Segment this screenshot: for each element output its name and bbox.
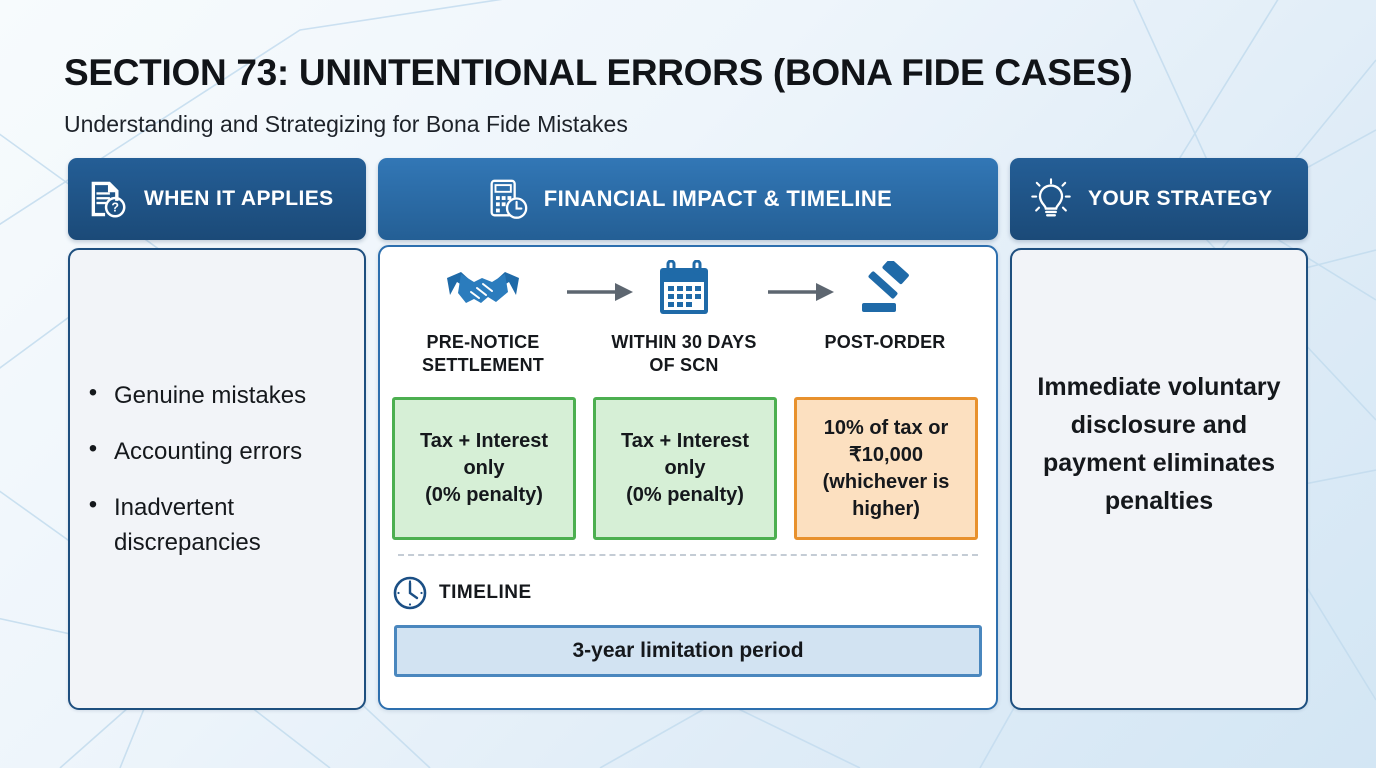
clock-icon: [393, 576, 427, 610]
page-title: SECTION 73: UNINTENTIONAL ERRORS (BONA F…: [64, 52, 1133, 93]
list-item: • Inadvertent discrepancies: [86, 490, 350, 560]
bullet-marker-icon: •: [88, 379, 98, 406]
handshake-icon: [398, 259, 568, 321]
stage-flow: PRE-NOTICE SETTLEMENT: [390, 259, 986, 394]
header-label: WHEN IT APPLIES: [144, 187, 334, 210]
card-when-it-applies: • Genuine mistakes • Accounting errors •…: [68, 248, 366, 710]
header-financial-impact-timeline[interactable]: FINANCIAL IMPACT & TIMELINE: [378, 158, 998, 240]
list-item: • Accounting errors: [86, 434, 350, 469]
calculator-clock-icon: [490, 179, 528, 219]
card-your-strategy: Immediate voluntary disclosure and payme…: [1010, 248, 1308, 710]
arrow-right-icon: [768, 283, 834, 301]
stage-pre-notice-settlement: PRE-NOTICE SETTLEMENT: [398, 259, 568, 377]
outcome-box-post-order: 10% of tax or ₹10,000 (whichever is high…: [794, 397, 978, 540]
outcome-boxes: Tax + Interest only (0% penalty) Tax + I…: [390, 397, 986, 540]
stage-label: POST-ORDER: [824, 332, 946, 352]
list-item: • Genuine mistakes: [86, 378, 350, 413]
bullet-marker-icon: •: [88, 435, 98, 462]
strategy-text: Immediate voluntary disclosure and payme…: [1037, 373, 1281, 515]
header-label: YOUR STRATEGY: [1088, 187, 1273, 210]
stage-post-order: POST-ORDER: [800, 259, 970, 354]
header-label: FINANCIAL IMPACT & TIMELINE: [543, 186, 893, 211]
card-financial-impact-timeline: PRE-NOTICE SETTLEMENT: [378, 245, 998, 710]
timeline-title: TIMELINE: [439, 582, 532, 603]
outcome-box-pre-notice: Tax + Interest only (0% penalty): [392, 397, 576, 540]
header-your-strategy[interactable]: YOUR STRATEGY: [1010, 158, 1308, 240]
bullet-marker-icon: •: [88, 491, 98, 518]
timeline-limitation-bar: 3-year limitation period: [394, 625, 982, 677]
page-subtitle: Understanding and Strategizing for Bona …: [64, 111, 628, 137]
list-item-label: Genuine mistakes: [114, 382, 307, 409]
list-item-label: Inadvertent discrepancies: [114, 494, 261, 556]
outcome-box-within-30-days: Tax + Interest only (0% penalty): [593, 397, 777, 540]
list-item-label: Accounting errors: [114, 438, 303, 465]
stage-label: PRE-NOTICE SETTLEMENT: [422, 332, 544, 375]
bullet-list: • Genuine mistakes • Accounting errors •…: [86, 378, 350, 581]
section-divider: [398, 554, 978, 556]
document-question-icon: ?: [91, 181, 126, 218]
svg-text:?: ?: [111, 200, 119, 214]
stage-within-30-days-of-scn: WITHIN 30 DAYS OF SCN: [599, 259, 769, 377]
stage-label: WITHIN 30 DAYS OF SCN: [611, 332, 757, 375]
gavel-icon: [800, 259, 970, 321]
lightbulb-icon: [1031, 178, 1071, 217]
header-when-it-applies[interactable]: ? WHEN IT APPLIES: [68, 158, 366, 240]
arrow-right-icon: [567, 283, 633, 301]
timeline-heading: TIMELINE: [392, 575, 532, 611]
calendar-icon: [599, 259, 769, 321]
